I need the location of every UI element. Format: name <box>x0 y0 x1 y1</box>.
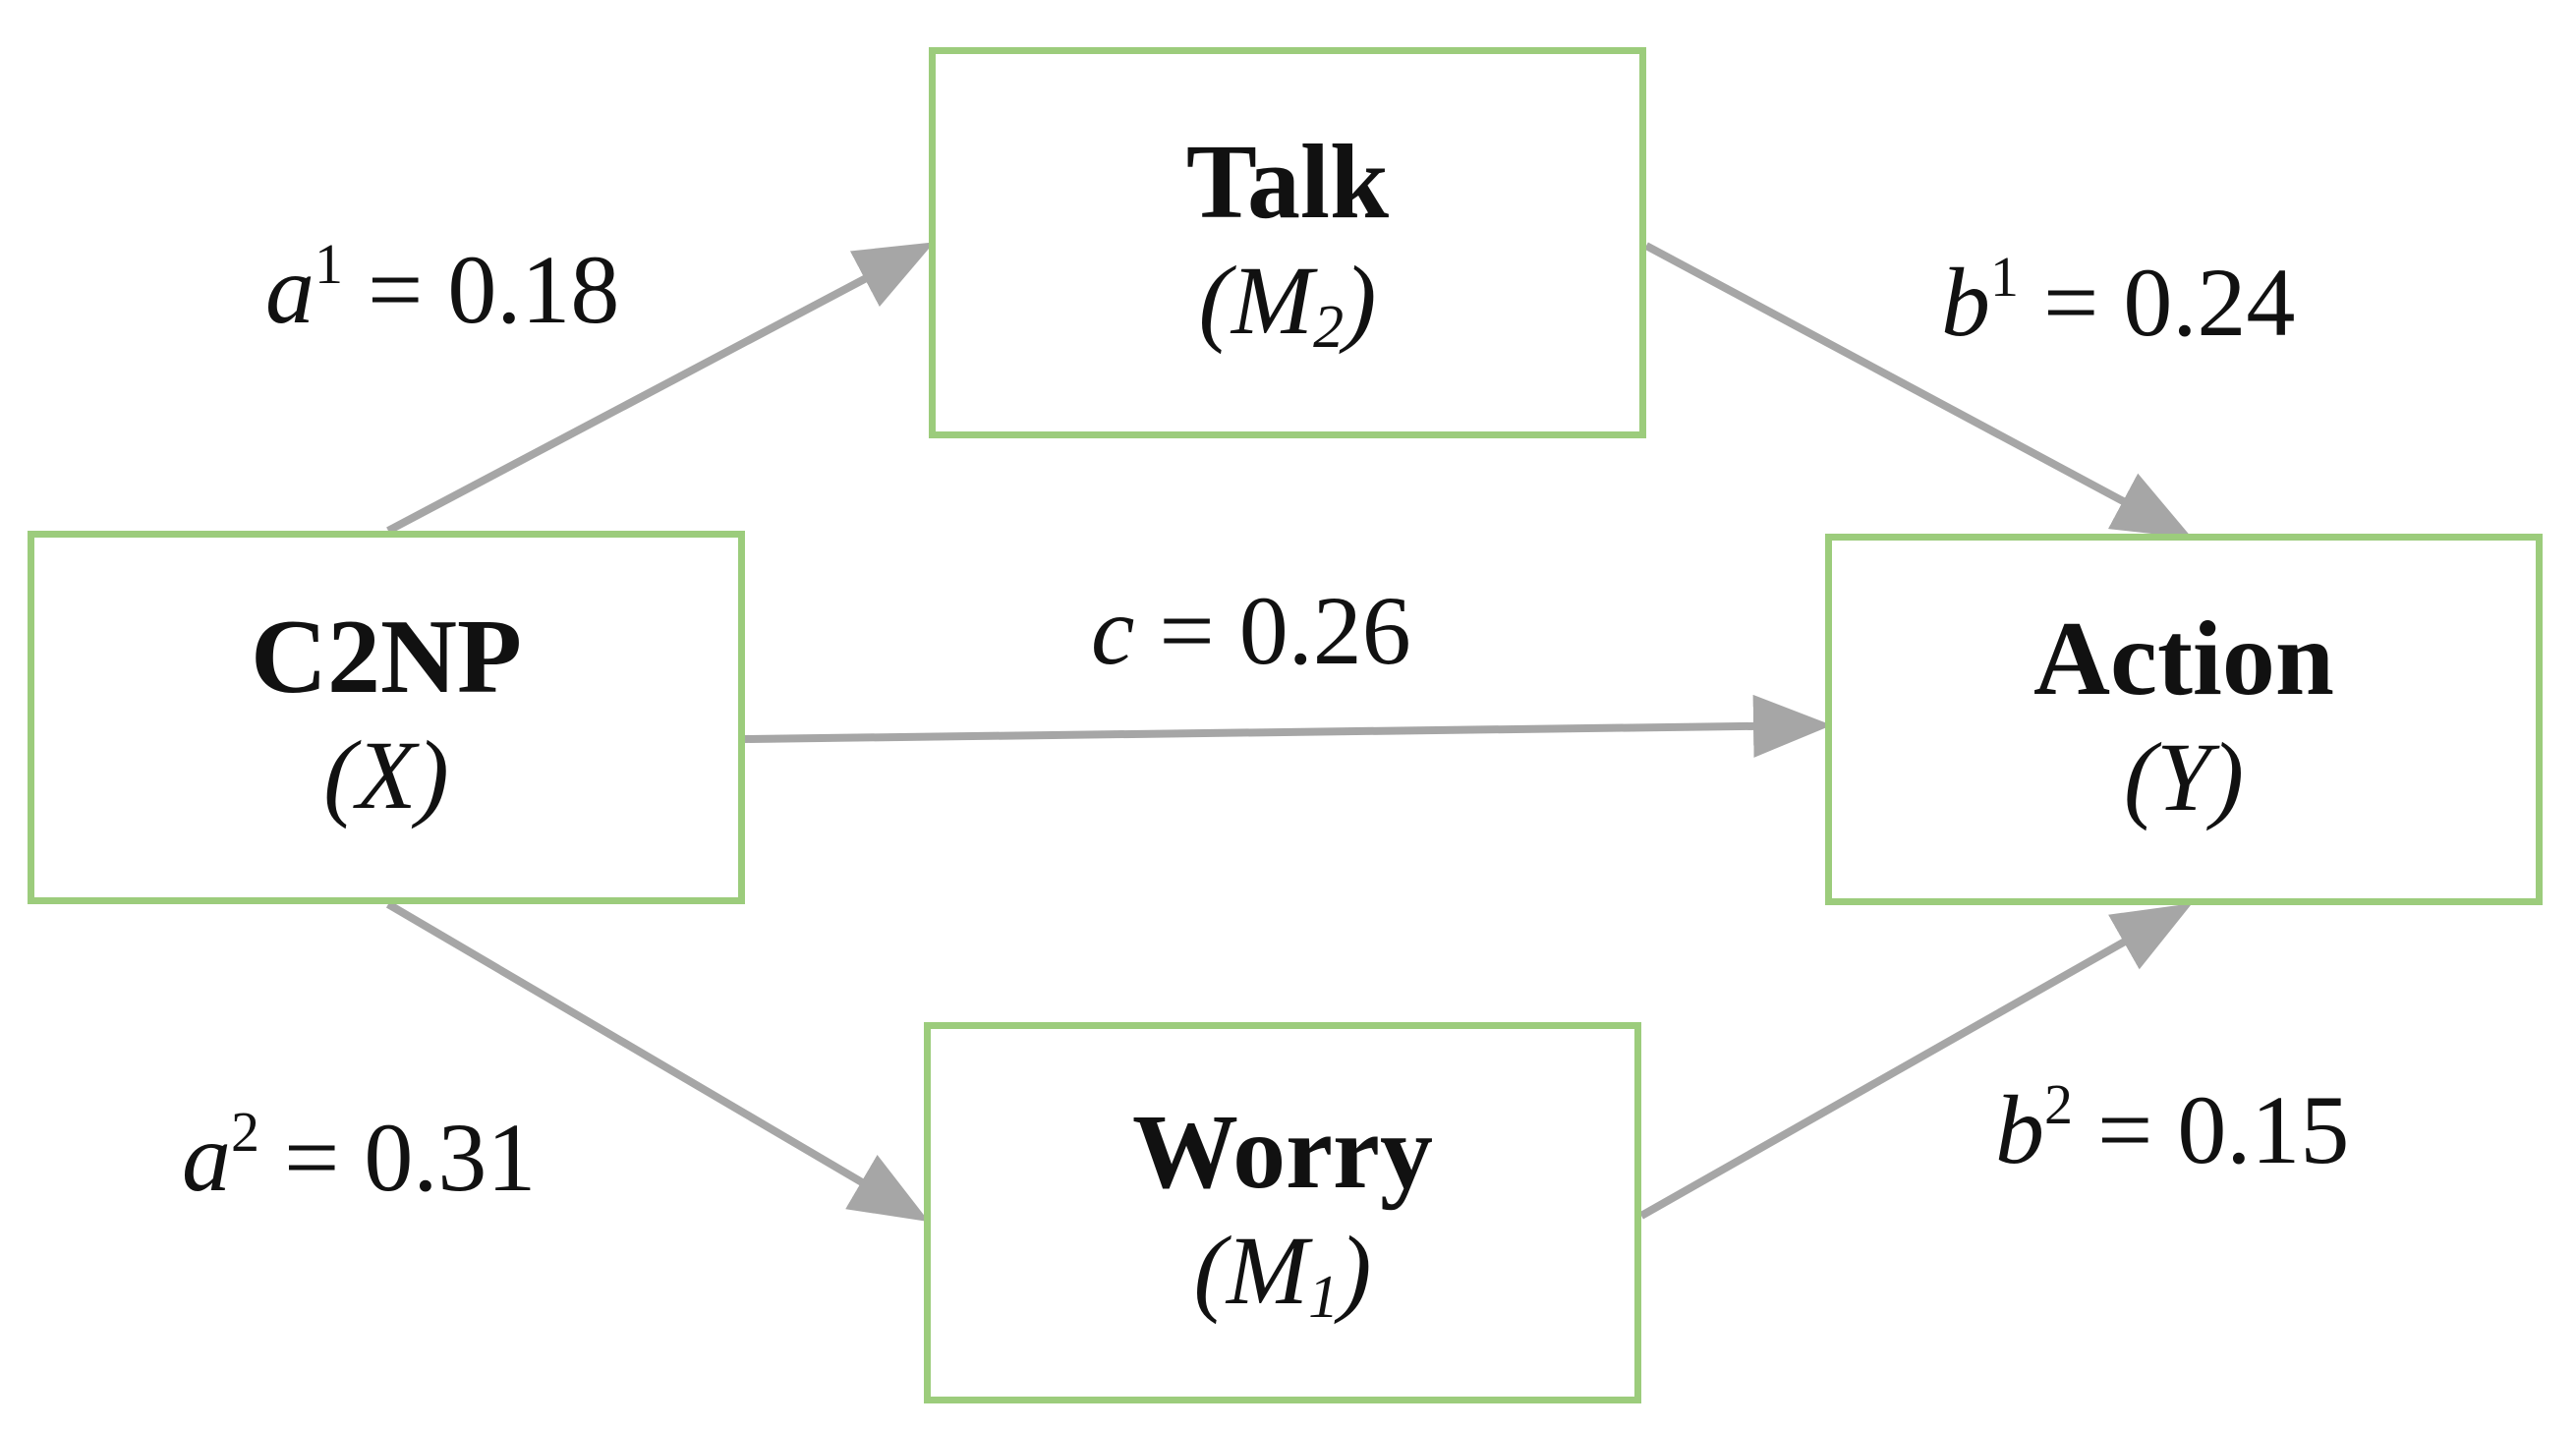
path-a1-label: a1 = 0.18 <box>265 232 620 344</box>
path-b2-label: b2 = 0.15 <box>1995 1072 2350 1184</box>
c2np-variable: (X) <box>323 720 449 830</box>
arrow-worry-to-action <box>1639 903 2193 1220</box>
path-a2-label: a2 = 0.31 <box>182 1100 537 1212</box>
arrow-talk-to-action <box>1644 242 2193 539</box>
worry-box: Worry (M1) <box>924 1022 1641 1403</box>
talk-variable: (M2) <box>1198 246 1377 362</box>
action-box: Action (Y) <box>1825 534 2543 905</box>
path-b1-label: b1 = 0.24 <box>1941 245 2296 357</box>
worry-title: Worry <box>1132 1094 1433 1212</box>
arrow-c2np-to-action <box>744 694 1832 758</box>
c2np-title: C2NP <box>251 599 522 716</box>
path-c-label: c = 0.26 <box>1091 576 1411 685</box>
worry-variable: (M1) <box>1193 1216 1372 1332</box>
talk-box: Talk (M2) <box>929 47 1646 438</box>
arrow-c2np-to-talk <box>386 242 935 535</box>
arrow-c2np-to-worry <box>385 900 930 1223</box>
action-title: Action <box>2033 601 2334 718</box>
action-variable: (Y) <box>2123 722 2245 832</box>
talk-title: Talk <box>1185 124 1390 242</box>
c2np-box: C2NP (X) <box>28 531 745 904</box>
